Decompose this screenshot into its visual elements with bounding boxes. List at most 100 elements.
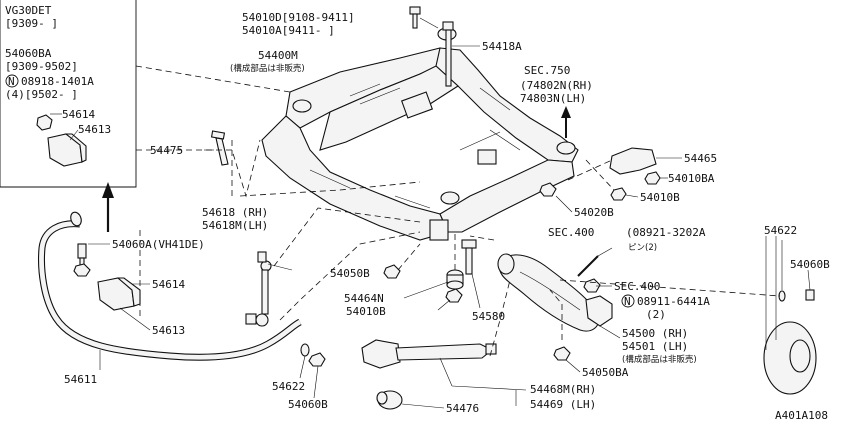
nut-54010b-leader — [437, 299, 451, 311]
tension-rod — [361, 339, 497, 387]
sec400-hardware — [577, 247, 613, 293]
inset-bushing-label: 54614 — [62, 108, 95, 121]
subframe-mount-rl — [292, 99, 312, 113]
guide-4 — [273, 207, 421, 267]
label-tension-rh: 54468M(RH) — [530, 383, 596, 396]
label-link-rh: 54618 (RH) — [202, 206, 268, 219]
guide-1 — [135, 65, 291, 93]
label-long-bolt: 54418A — [482, 40, 522, 53]
nut-54050b — [383, 264, 401, 279]
sec750-arrow-head — [561, 106, 571, 118]
bolt-54580-head — [461, 239, 477, 249]
label-bolt-54010b-r: 54010B — [640, 191, 680, 204]
stab-bolt-head — [77, 243, 87, 259]
subframe-mount-fr — [556, 141, 576, 155]
nut-54060b-left-leader — [313, 365, 319, 399]
nut-54060b-left-shape — [308, 352, 326, 367]
label-sec750-rh: (74802N(RH) — [520, 79, 593, 92]
guide-14 — [489, 279, 511, 357]
tension-rod-bushing-end — [361, 339, 401, 369]
sec400-b-circle — [621, 294, 635, 308]
inset-arrow-head — [102, 182, 114, 198]
tension-rod-nut — [485, 343, 497, 355]
stab-link-rod — [261, 269, 269, 315]
inset-arrow — [102, 182, 114, 232]
label-arm-lh: 54501 (LH) — [622, 340, 688, 353]
label-tension-lh: 54469 (LH) — [530, 398, 596, 411]
stab-bushing-group — [97, 277, 151, 331]
subframe-mount-fl — [440, 191, 460, 205]
sec400-pin — [577, 255, 599, 277]
label-stab-bolt: 54060A(VH41DE) — [112, 238, 205, 251]
label-sec400-b-part: 08911-6441A — [637, 295, 710, 308]
bolt-54010d-leader — [419, 17, 439, 29]
brake-disc-hub — [789, 339, 811, 373]
sec400-pin-leader — [597, 247, 613, 257]
long-bolt-54418a — [442, 21, 480, 87]
inset-box: VG30DET [9309- ] 54060BA [9309-9502] N 0… — [0, 0, 137, 188]
label-sec400-a: SEC.400 — [548, 226, 594, 239]
nut-54050ba-leader — [565, 359, 581, 373]
long-bolt-shaft — [445, 29, 452, 87]
label-bolt-54010a: 54010A[9411- ] — [242, 24, 335, 37]
stab-link-bottom-nut — [245, 313, 257, 325]
inset-part: 54060BA — [5, 47, 52, 60]
stab-link-54618 — [245, 251, 293, 327]
bush-54464n-leader — [403, 281, 449, 299]
label-sec400-b-symbol: N — [624, 295, 631, 308]
subframe-inner-brace — [319, 65, 459, 151]
sec400-nut — [583, 278, 601, 293]
label-nut-54050ba: 54050BA — [582, 366, 629, 379]
label-nut-54050b: 54050B — [330, 267, 370, 280]
label-mount-54020b: 54020B — [574, 206, 614, 219]
label-bush-54476: 54476 — [446, 402, 479, 415]
label-nut-54060b-b: 54060B — [790, 258, 830, 271]
sec750-arrow — [561, 106, 571, 138]
guide-13 — [549, 289, 563, 340]
bolt-54580-leader — [471, 273, 481, 309]
bolt-54475-shaft — [215, 137, 229, 166]
label-arm-rh: 54500 (RH) — [622, 327, 688, 340]
stab-link-top-nut — [257, 251, 267, 263]
label-bush-54622-b: 54622 — [764, 224, 797, 237]
label-link-lh: 54618M(LH) — [202, 219, 268, 232]
inset-engine: VG30DET — [5, 4, 52, 17]
bolt-54010d-shaft — [412, 13, 418, 29]
stab-clamp-leader — [119, 307, 151, 331]
label-sec400-b-qty: (2) — [646, 308, 666, 321]
bush-54476-inner — [376, 391, 388, 405]
nut-54010b-shape — [445, 288, 463, 303]
bush-54464n-group — [403, 269, 464, 311]
inset-nut-circle — [5, 74, 19, 88]
nut-54060b-right-leader — [807, 269, 811, 291]
label-member-note: (構成部品は非販売) — [230, 63, 305, 74]
guide-11 — [469, 235, 495, 241]
bush-54622-left-leader — [299, 355, 306, 379]
label-bush-54622-a: 54622 — [272, 380, 305, 393]
guide-10 — [585, 159, 615, 191]
inset-clamp-shape — [64, 133, 87, 163]
long-bolt-head — [442, 21, 454, 31]
nut-54010ba-shape — [644, 171, 661, 185]
label-bushing-54614: 54614 — [152, 278, 185, 291]
subframe-details — [309, 83, 521, 209]
guide-12 — [559, 279, 781, 297]
subframe-bracket-right — [477, 149, 497, 165]
nut-54050ba-shape — [553, 346, 571, 361]
inset-nut-qty: (4)[9502- ] — [5, 88, 78, 101]
label-bush-54464n: 54464N — [344, 292, 384, 305]
bolt-54010d-head — [409, 6, 421, 15]
bolt-54010b-leader — [625, 194, 639, 198]
bolt-54580 — [461, 239, 481, 309]
dashed-guides — [135, 65, 781, 357]
label-sec750-lh: 74803N(LH) — [520, 92, 586, 105]
guide-3 — [239, 181, 421, 197]
guide-5 — [279, 231, 421, 321]
bracket-54465-group — [609, 147, 682, 201]
nut-54050b-shape — [383, 264, 401, 279]
stab-end-hardware-left — [299, 343, 326, 399]
tension-label-leader-a — [451, 385, 527, 391]
mount-54020b — [539, 182, 573, 213]
stabilizer-bar-body — [39, 221, 302, 360]
